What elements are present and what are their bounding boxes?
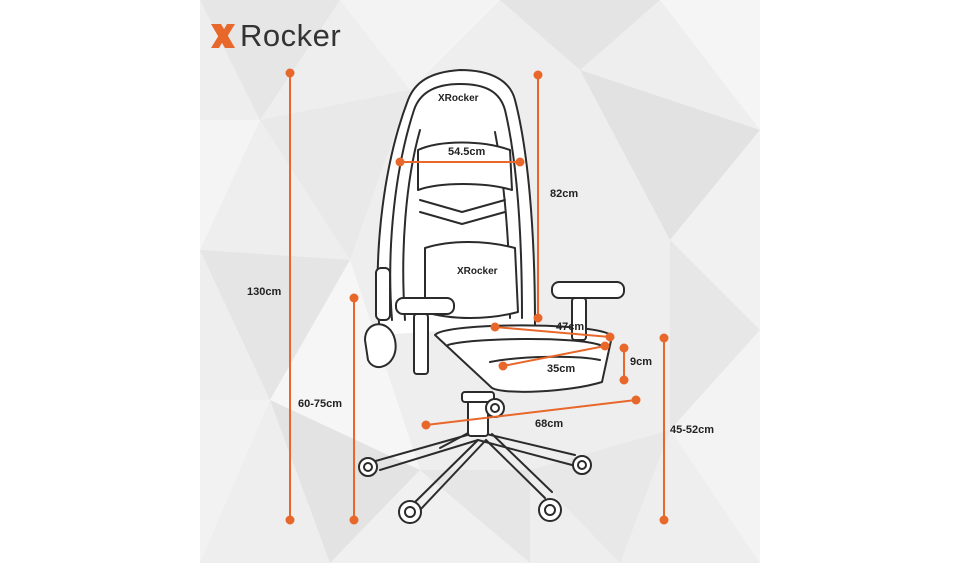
label-total-height: 130cm: [247, 286, 282, 298]
chair-base: [358, 391, 592, 524]
lumbar-cushion-logo: XRocker: [457, 266, 498, 277]
label-seat-width: 47cm: [556, 321, 585, 333]
label-seat-floor-range: 60-75cm: [298, 398, 343, 410]
dimension-total-height-line: [285, 68, 295, 525]
label-shoulder-width: 54.5cm: [448, 146, 486, 158]
dimension-backrest-line: [533, 70, 543, 323]
low-poly-background: [200, 0, 760, 563]
chair-backrest: [376, 69, 536, 336]
dimension-seat-depth-line: [498, 341, 610, 371]
headrest-logo: XRocker: [438, 93, 479, 104]
label-base-width: 68cm: [535, 418, 564, 430]
dimension-base-width-line: [421, 395, 641, 430]
label-cushion-thickness: 9cm: [630, 356, 653, 368]
dimension-seat-width-line: [490, 322, 615, 342]
label-backrest-height: 82cm: [550, 188, 579, 200]
dimension-seat-height-line: [659, 333, 669, 525]
dimension-seat-floor-line: [349, 293, 359, 525]
label-seat-depth: 35cm: [547, 363, 576, 375]
dimension-thickness-line: [619, 343, 629, 385]
brand-name: Rocker: [240, 18, 342, 53]
left-armrest: [364, 267, 455, 375]
right-armrest: [551, 281, 625, 341]
x-mark-logo-icon: [211, 24, 235, 48]
dimension-shoulder-line: [395, 157, 525, 167]
brand-logo: Rocker: [208, 16, 341, 56]
label-seat-height: 45-52cm: [670, 424, 715, 436]
